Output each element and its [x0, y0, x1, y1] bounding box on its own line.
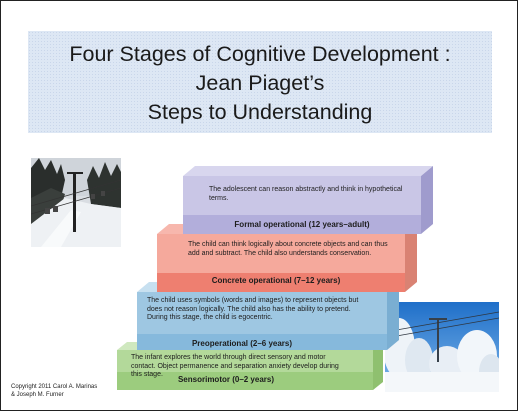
- concrete-description: The child can think logically about conc…: [188, 241, 388, 257]
- title-line-3: Steps to Understanding: [147, 100, 373, 124]
- sensorimotor-label: Sensorimotor (0–2 years): [177, 375, 275, 384]
- formal-label: Formal operational (12 years–adult): [234, 220, 370, 229]
- sensorimotor-description: The infant explores the world through di…: [131, 354, 339, 379]
- concrete-label: Concrete operational (7–12 years): [211, 276, 341, 285]
- snowy-ski-lift-photo: [31, 158, 121, 247]
- step-formal: [183, 176, 421, 234]
- copyright-notice: Copyright 2011 Carol A. Marinas & Joseph…: [11, 383, 121, 399]
- frosted-ski-lift-photo: [385, 302, 499, 392]
- preoperational-label: Preoperational (2–6 years): [191, 339, 293, 348]
- formal-description: The adolescent can reason abstractly and…: [209, 186, 403, 202]
- copyright-line-2: & Joseph M. Furner: [11, 392, 64, 398]
- title-line-2: Jean Piaget’s: [195, 71, 325, 95]
- step-preoperational: [137, 292, 387, 350]
- slide-title: Four Stages of Cognitive Development : J…: [28, 31, 492, 133]
- step-concrete: [157, 234, 405, 292]
- preoperational-description: The child uses symbols (words and images…: [147, 297, 359, 322]
- title-line-1: Four Stages of Cognitive Development :: [69, 42, 451, 66]
- step-sensorimotor: [117, 350, 373, 390]
- copyright-line-1: Copyright 2011 Carol A. Marinas: [11, 384, 98, 390]
